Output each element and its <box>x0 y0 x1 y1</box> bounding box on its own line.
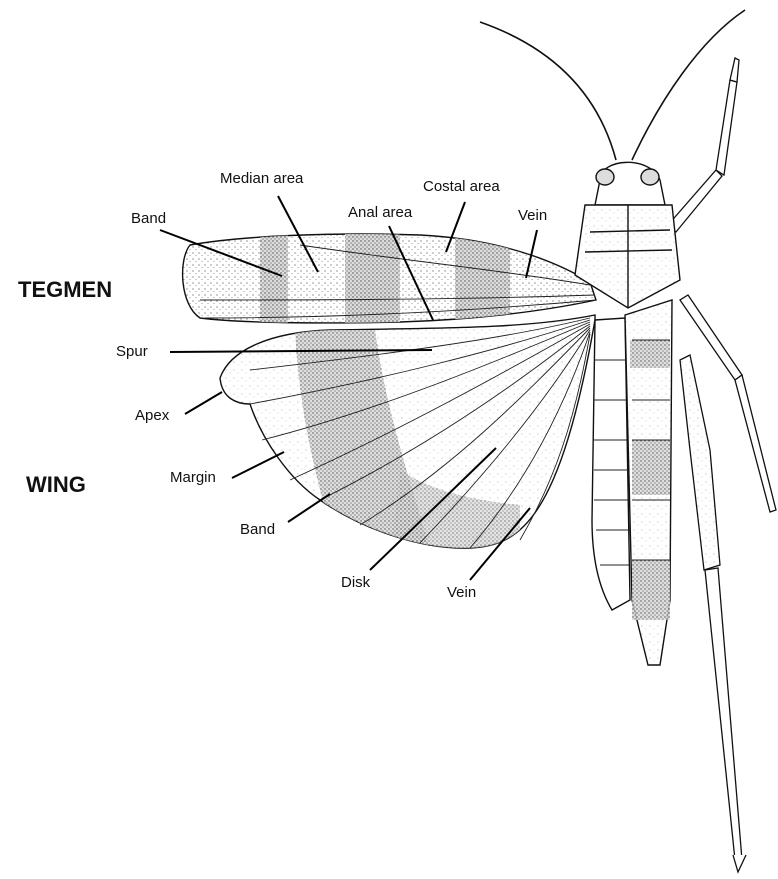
label-costal-area: Costal area <box>423 178 500 195</box>
label-band-lower: Band <box>240 521 275 538</box>
label-margin: Margin <box>170 469 216 486</box>
label-vein-lower: Vein <box>447 584 476 601</box>
right-legs <box>680 295 776 872</box>
leader-margin <box>232 452 284 478</box>
leader-band-lower <box>288 494 330 522</box>
label-spur: Spur <box>116 343 148 360</box>
antennae <box>480 10 745 160</box>
raised-leg <box>668 58 739 232</box>
label-band-upper: Band <box>131 210 166 227</box>
label-apex: Apex <box>135 407 169 424</box>
label-vein-upper: Vein <box>518 207 547 224</box>
label-median-area: Median area <box>220 170 303 187</box>
leader-apex <box>185 392 222 414</box>
tegmen-heading: TEGMEN <box>18 277 112 303</box>
body <box>575 162 680 665</box>
label-disk: Disk <box>341 574 370 591</box>
wing-heading: WING <box>26 472 86 498</box>
label-anal-area: Anal area <box>348 204 412 221</box>
